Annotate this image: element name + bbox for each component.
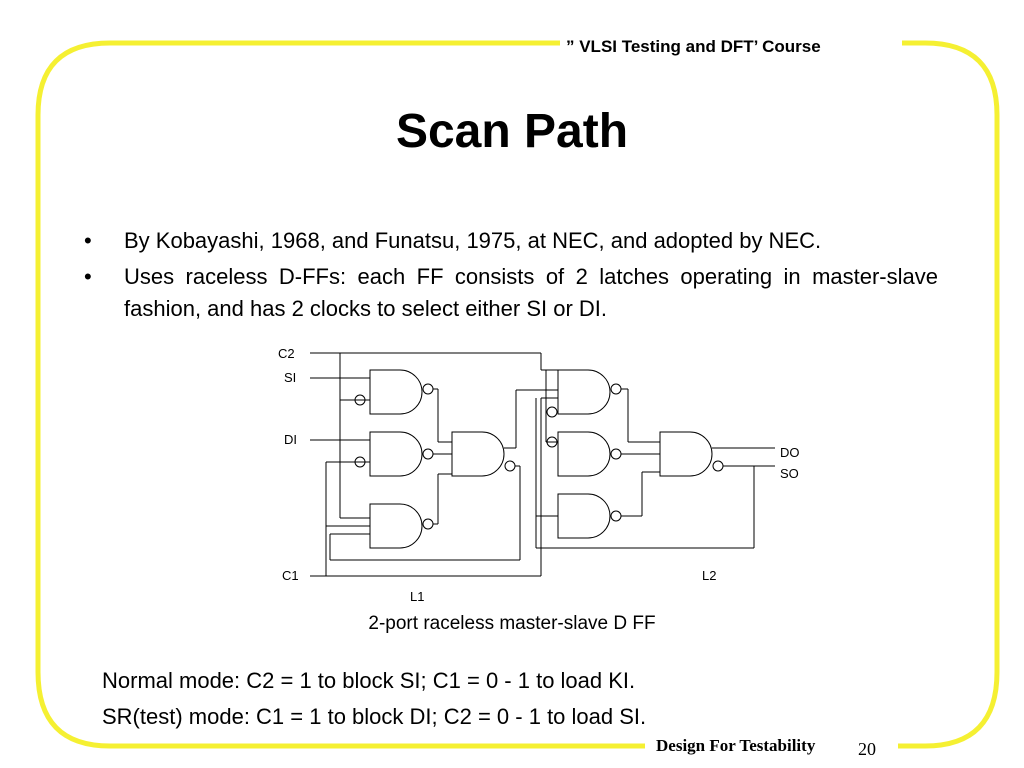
course-label: ” VLSI Testing and DFT’ Course xyxy=(566,37,821,56)
label-l2: L2 xyxy=(702,568,716,583)
raceless-dff-circuit: C2 SI DI C1 L1 L2 DO SO xyxy=(278,346,800,604)
label-l1: L1 xyxy=(410,589,424,604)
frame-left-border xyxy=(35,40,645,749)
label-c2: C2 xyxy=(278,346,295,361)
label-si: SI xyxy=(284,370,296,385)
bullet-text: Uses raceless D-FFs: each FF consists of… xyxy=(124,264,938,321)
nand-gate-6 xyxy=(557,431,611,477)
test-mode-text: SR(test) mode: C1 = 1 to block DI; C2 = … xyxy=(102,704,647,729)
nand-gate-3 xyxy=(369,503,423,549)
normal-mode-text: Normal mode: C2 = 1 to block SI; C1 = 0 … xyxy=(102,668,636,693)
bullet-dot: • xyxy=(84,228,92,253)
label-di: DI xyxy=(284,432,297,447)
bullet-item: • By Kobayashi, 1968, and Funatsu, 1975,… xyxy=(84,225,938,257)
nand-gate-5 xyxy=(557,369,611,415)
nand-gate-1 xyxy=(369,369,423,415)
diagram-caption: 2-port raceless master-slave D FF xyxy=(368,613,656,634)
nand-gate-2 xyxy=(369,431,423,477)
nand-gate-4 xyxy=(451,431,505,477)
bullet-list: • By Kobayashi, 1968, and Funatsu, 1975,… xyxy=(84,225,938,329)
frame-right-border xyxy=(898,40,1000,749)
footer-title: Design For Testability xyxy=(656,736,816,755)
bullet-text: By Kobayashi, 1968, and Funatsu, 1975, a… xyxy=(124,228,822,253)
bullet-dot: • xyxy=(84,264,92,289)
label-so: SO xyxy=(780,466,799,481)
nand-gate-7 xyxy=(557,493,611,539)
label-c1: C1 xyxy=(282,568,299,583)
page-number: 20 xyxy=(858,739,876,759)
bullet-item: • Uses raceless D-FFs: each FF consists … xyxy=(84,261,938,325)
nand-gate-8 xyxy=(659,431,713,477)
slide-title: Scan Path xyxy=(395,105,629,158)
label-do: DO xyxy=(780,445,800,460)
